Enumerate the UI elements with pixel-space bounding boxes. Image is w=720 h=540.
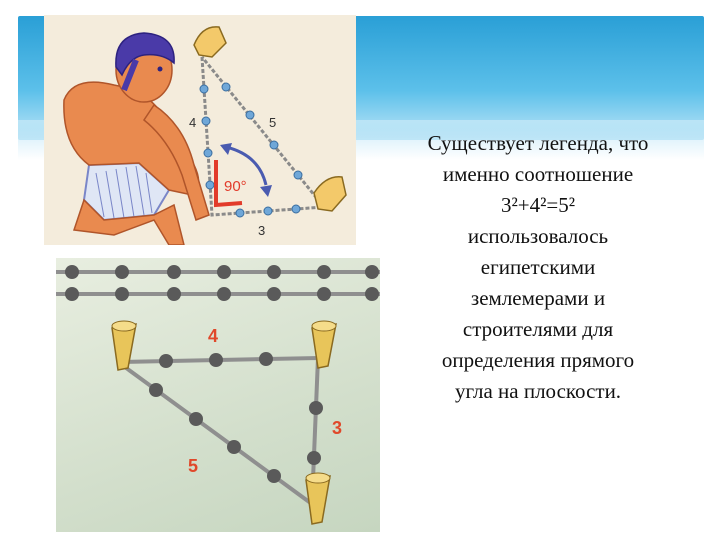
text-line: именно соотношение (442, 162, 634, 186)
surveyor-drawing: 90° 4 5 3 (63, 26, 347, 245)
hair-shape (115, 32, 175, 77)
side-three-label: 3 (258, 223, 265, 238)
triangle-knots (149, 352, 323, 483)
eye-shape (157, 66, 163, 72)
legs-shape (72, 198, 185, 245)
text-line: египетскими (480, 255, 596, 279)
text-line: использовалось (467, 224, 609, 248)
text-line: угла на плоскости. (454, 379, 622, 403)
side-three-label: 3 (332, 418, 342, 438)
straight-rope-knots (65, 265, 379, 301)
angle-arrow-right (260, 185, 272, 197)
text-line: строителями для (462, 317, 614, 341)
angle-label: 90° (224, 178, 247, 195)
rope-triangle-drawing: 4 3 5 (56, 265, 380, 525)
angle-arrow-left (220, 143, 232, 155)
formula-line: 3²+4²=5² (500, 193, 576, 217)
side-four-label: 4 (208, 326, 218, 346)
skirt-stripes (95, 165, 153, 219)
hypotenuse-five-label: 5 (269, 115, 276, 130)
wooden-stakes (111, 320, 337, 525)
side-four-label: 4 (189, 115, 196, 130)
angle-arc (225, 145, 268, 186)
top-hand-shape (193, 26, 227, 58)
surveyor-illustration: 90° 4 5 3 (44, 15, 356, 245)
rope-triangle-photo: 4 3 5 (56, 258, 380, 532)
text-line: Существует легенда, что (427, 131, 649, 155)
arm-shape (142, 103, 210, 221)
text-line: землемерами и (470, 286, 606, 310)
hair-lock (121, 58, 139, 92)
hypotenuse-five-label: 5 (188, 456, 198, 476)
right-hand-shape (313, 176, 347, 212)
legend-text: Существует легенда, что именно соотношен… (380, 128, 696, 407)
rope-triangle (199, 56, 327, 218)
triangle-rope (116, 355, 321, 508)
text-line: определения прямого (441, 348, 635, 372)
right-angle-marker (214, 160, 243, 208)
